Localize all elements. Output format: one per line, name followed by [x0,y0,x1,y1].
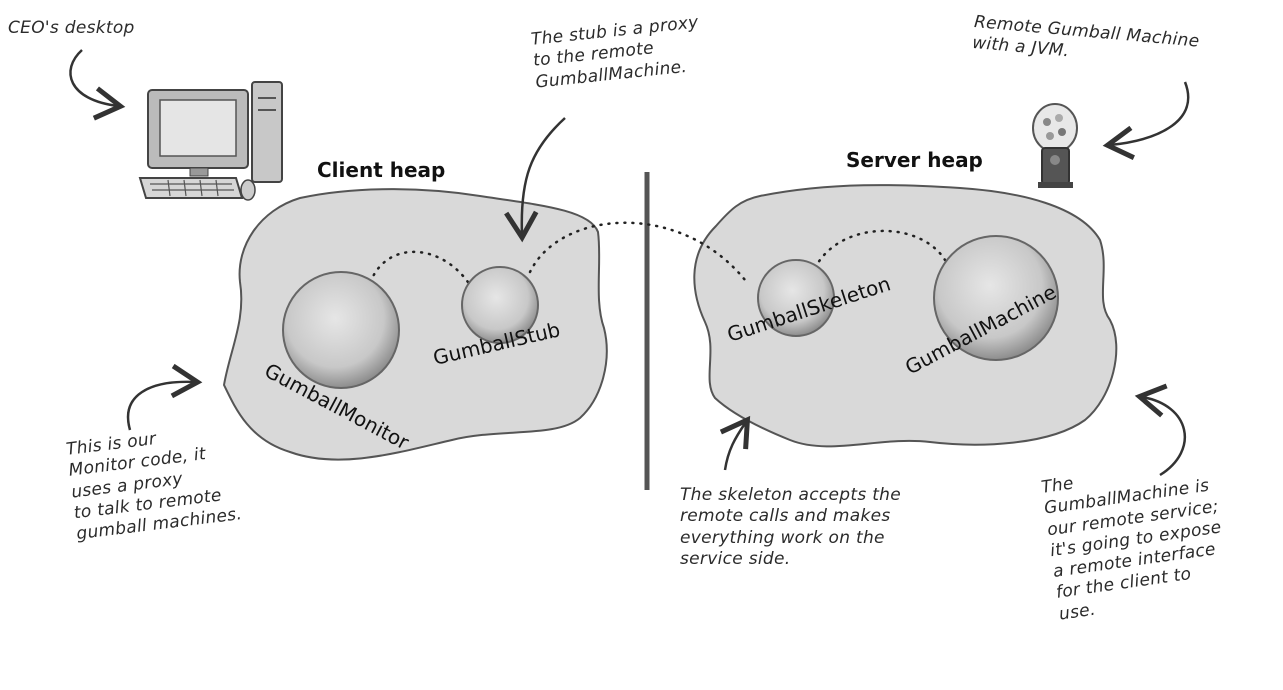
monitor-pointer-arrow [126,363,203,431]
ceo-desktop-caption: CEO's desktop [8,18,135,38]
monitor-to-stub-connection [366,250,472,292]
gumball-skeleton-sphere [757,259,835,337]
desktop-pointer-arrow [69,49,126,121]
gumball-stub-sphere [461,266,539,344]
server-heap-title: Server heap [846,148,983,172]
gumball-monitor-sphere [282,271,400,389]
stub-pointer-arrow [504,117,566,243]
gumball-machine-sphere [933,235,1059,361]
machine-pointer-arrow [1102,81,1190,160]
gumball-machine-icon [1032,103,1078,188]
skeleton-pointer-arrow [719,415,751,471]
client-heap-title: Client heap [317,158,446,182]
stub-to-skeleton-connection [528,221,747,282]
desktop-computer-icon [138,81,283,201]
gumballmachine-caption: The GumballMachine is our remote service… [1040,473,1223,625]
client-heap-area [222,188,608,461]
monitor-code-caption: This is our Monitor code, it uses a prox… [65,428,244,545]
skeleton-caption: The skeleton accepts the remote calls an… [680,485,901,569]
skeleton-to-machine-connection [813,229,947,270]
gumballmachine-pointer-arrow [1134,383,1187,477]
